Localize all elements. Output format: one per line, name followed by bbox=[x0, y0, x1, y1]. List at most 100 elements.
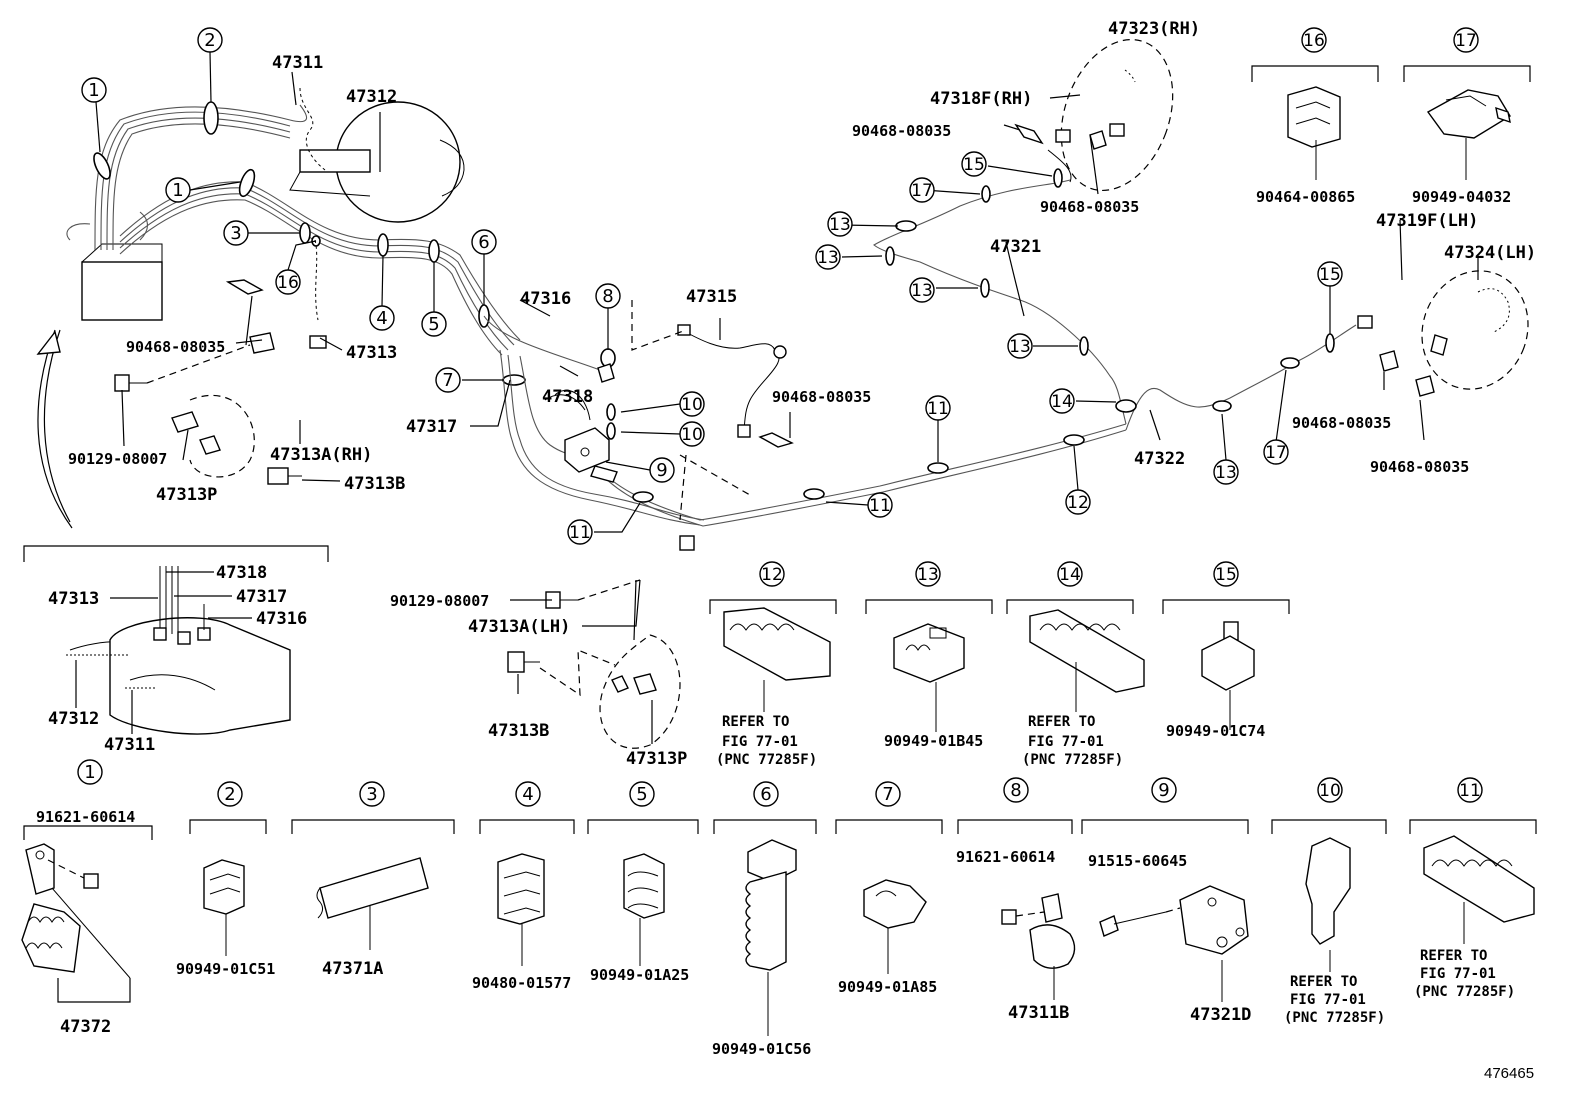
flexible-hose-rh bbox=[171, 332, 327, 478]
svg-text:17: 17 bbox=[1265, 443, 1287, 463]
label-47313a-rh: 47313A(RH) bbox=[270, 445, 372, 465]
union-bolt-rh bbox=[267, 467, 302, 485]
label-47315: 47315 bbox=[686, 287, 737, 307]
label-47311b: 47311B bbox=[1008, 1003, 1069, 1023]
callout-1a: 1 bbox=[81, 77, 107, 103]
svg-text:10: 10 bbox=[681, 425, 703, 445]
detail-brackets-top bbox=[1251, 65, 1531, 82]
callout-11c: 11 bbox=[867, 492, 893, 518]
callout-15a: 15 bbox=[961, 151, 987, 177]
refer-14-line3: (PNC 77285F) bbox=[1022, 752, 1123, 768]
detail-brackets-mid bbox=[709, 599, 1290, 614]
callout-15c: 15 bbox=[1213, 561, 1239, 587]
callout-2a: 2 bbox=[197, 27, 223, 53]
svg-text:12: 12 bbox=[761, 565, 783, 585]
svg-text:15: 15 bbox=[1215, 565, 1237, 585]
svg-text:9: 9 bbox=[1158, 780, 1169, 801]
label-90129-08007-a: 90129-08007 bbox=[68, 450, 167, 468]
label-90480-01577: 90480-01577 bbox=[472, 974, 571, 992]
callout-16b: 16 bbox=[1301, 27, 1327, 53]
svg-text:16: 16 bbox=[1303, 31, 1325, 51]
label-90129-08007-b: 90129-08007 bbox=[390, 592, 489, 610]
svg-text:12: 12 bbox=[1067, 493, 1089, 513]
svg-text:3: 3 bbox=[366, 784, 377, 805]
svg-text:13: 13 bbox=[817, 248, 839, 268]
label-47321: 47321 bbox=[990, 237, 1041, 257]
svg-text:13: 13 bbox=[911, 281, 933, 301]
label-90468-08035-d: 90468-08035 bbox=[1040, 198, 1139, 216]
label-91515-60645: 91515-60645 bbox=[1088, 852, 1187, 870]
clamp-15-drawing bbox=[1201, 621, 1255, 730]
callout-13f: 13 bbox=[915, 561, 941, 587]
svg-text:4: 4 bbox=[376, 308, 387, 329]
callout-14a: 14 bbox=[1049, 388, 1075, 414]
leader-lines bbox=[75, 51, 1479, 744]
view-arrow bbox=[36, 329, 73, 529]
label-47321d: 47321D bbox=[1190, 1005, 1251, 1025]
svg-text:1: 1 bbox=[172, 180, 183, 201]
callout-13d: 13 bbox=[827, 211, 853, 237]
clamp-5-drawing bbox=[623, 853, 665, 966]
clamp-13-drawing bbox=[893, 623, 965, 732]
refer-12-line1: REFER TO bbox=[722, 714, 789, 730]
label-47313p-b: 47313P bbox=[626, 749, 687, 769]
label-inset-47312: 47312 bbox=[48, 709, 99, 729]
flexible-hose-lh bbox=[507, 535, 695, 749]
label-91621-60614-b: 91621-60614 bbox=[956, 848, 1055, 866]
svg-text:8: 8 bbox=[1010, 780, 1021, 801]
center-clamps bbox=[597, 168, 1335, 503]
callout-12a: 12 bbox=[1065, 489, 1091, 515]
refer-10-line3: (PNC 77285F) bbox=[1284, 1010, 1385, 1026]
callout-13c: 13 bbox=[815, 244, 841, 270]
svg-text:13: 13 bbox=[917, 565, 939, 585]
svg-text:5: 5 bbox=[636, 784, 647, 805]
svg-text:6: 6 bbox=[478, 232, 489, 253]
callout-17c: 17 bbox=[1453, 27, 1479, 53]
label-90949-01a25: 90949-01A25 bbox=[590, 966, 689, 984]
inset-master-cylinder bbox=[23, 545, 329, 735]
label-90949-01c56: 90949-01C56 bbox=[712, 1040, 811, 1058]
label-47322: 47322 bbox=[1134, 449, 1185, 469]
callout-circles: 1 2 1 3 16 4 5 6 7 8 10 10 9 11 11 11 12… bbox=[77, 27, 1483, 807]
callout-6b: 6 bbox=[753, 781, 779, 807]
label-inset-47318: 47318 bbox=[216, 563, 267, 583]
svg-text:17: 17 bbox=[1455, 31, 1477, 51]
callout-13a: 13 bbox=[1007, 333, 1033, 359]
clamp-14-drawing bbox=[1029, 609, 1145, 712]
svg-text:2: 2 bbox=[204, 30, 215, 51]
label-47313b-b: 47313B bbox=[488, 721, 549, 741]
clamp-4-drawing bbox=[497, 853, 545, 966]
callout-16a: 16 bbox=[275, 269, 301, 295]
svg-text:10: 10 bbox=[681, 395, 703, 415]
refer-10-line2: FIG 77-01 bbox=[1290, 992, 1366, 1008]
callout-7a: 7 bbox=[435, 367, 461, 393]
callout-11d: 11 bbox=[1457, 777, 1483, 803]
label-90468-08035-b: 90468-08035 bbox=[772, 388, 871, 406]
callout-7b: 7 bbox=[875, 781, 901, 807]
callout-1b: 1 bbox=[165, 177, 191, 203]
callout-10b: 10 bbox=[679, 421, 705, 447]
callout-12b: 12 bbox=[759, 561, 785, 587]
callout-8b: 8 bbox=[1003, 777, 1029, 803]
label-47324-lh: 47324(LH) bbox=[1444, 243, 1536, 263]
svg-text:7: 7 bbox=[882, 784, 893, 805]
svg-text:11: 11 bbox=[869, 496, 891, 516]
clip-17-drawing bbox=[1426, 89, 1511, 180]
svg-text:13: 13 bbox=[829, 215, 851, 235]
valve-9-drawing bbox=[1099, 885, 1249, 1002]
callout-3b: 3 bbox=[359, 781, 385, 807]
svg-text:13: 13 bbox=[1009, 337, 1031, 357]
refer-12-line3: (PNC 77285F) bbox=[716, 752, 817, 768]
callout-9b: 9 bbox=[1151, 777, 1177, 803]
svg-text:7: 7 bbox=[442, 370, 453, 391]
callout-1c: 1 bbox=[77, 759, 103, 785]
clamp-11-drawing bbox=[1423, 835, 1535, 944]
clamp-10-drawing bbox=[1305, 837, 1351, 972]
svg-text:14: 14 bbox=[1051, 392, 1073, 412]
part-labels: 47311 47312 90468-08035 47313 90129-0800… bbox=[36, 19, 1536, 1082]
callout-10a: 10 bbox=[679, 391, 705, 417]
callout-6a: 6 bbox=[471, 229, 497, 255]
svg-text:1: 1 bbox=[88, 80, 99, 101]
label-90468-08035-a: 90468-08035 bbox=[126, 338, 225, 356]
